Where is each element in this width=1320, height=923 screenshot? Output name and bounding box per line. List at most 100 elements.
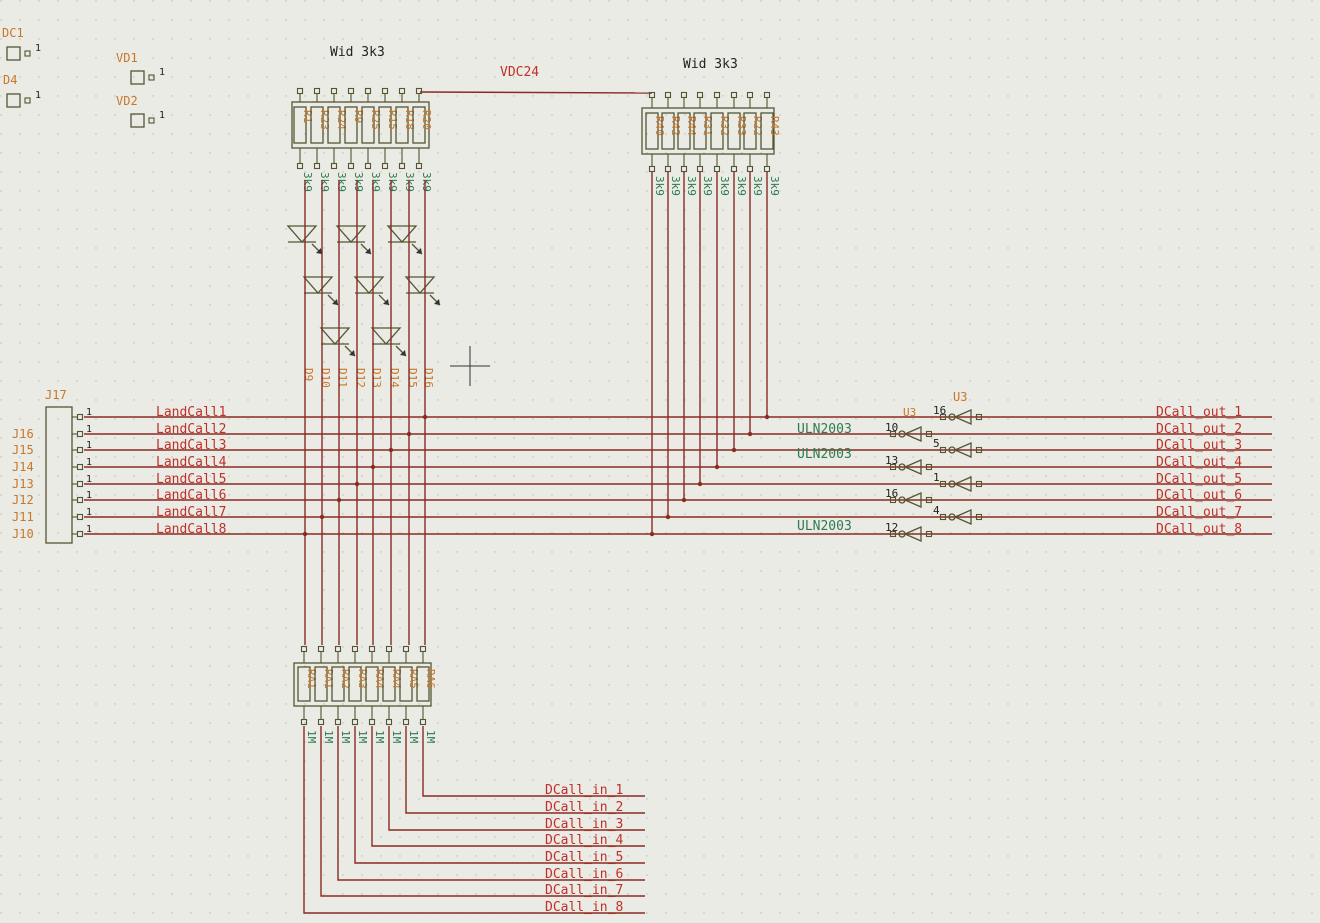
inverter-bubble-icon <box>898 496 906 504</box>
inverter-pin <box>975 413 983 421</box>
driver-label-2: ULN2003 <box>797 447 852 462</box>
resistor-value: 3k9 <box>369 172 382 192</box>
connector-pin-number: 1 <box>86 474 92 485</box>
inverter-gate[interactable] <box>889 526 933 542</box>
array-right-body <box>641 107 775 155</box>
resistor-array-left[interactable]: Wid 3k3 R13k9R233k9R243k9R93k9R253k9R153… <box>291 45 433 192</box>
inverter-bubble-icon <box>948 480 956 488</box>
led-diode[interactable] <box>335 225 372 255</box>
part-dc1-body[interactable] <box>6 46 21 61</box>
array-right-top-pin <box>680 91 688 99</box>
part-vd2-body[interactable] <box>130 113 145 128</box>
driver-pin-number: 4 <box>933 504 940 517</box>
array-left-title: Wid 3k3 <box>330 45 385 60</box>
part-d4-body[interactable] <box>6 93 21 108</box>
led-arrow-head-icon <box>365 248 371 254</box>
inverter-gate[interactable] <box>939 476 983 492</box>
array-bottom-bottom-pin <box>317 718 325 726</box>
array-right-bottom-pin <box>763 165 771 173</box>
input-wire[interactable] <box>422 726 645 797</box>
array-right-top-pin <box>763 91 771 99</box>
inverter-gate[interactable] <box>889 426 933 442</box>
junction-dot <box>354 481 360 487</box>
landcall-label: LandCall6 <box>156 488 226 503</box>
resistor-array-right[interactable]: Wid 3k3 R403k9R423k9R443k9R313k9R323k9R3… <box>641 57 781 196</box>
resistor-label: R33 <box>735 116 748 136</box>
resistor-body <box>416 666 430 702</box>
junction-dot <box>714 464 720 470</box>
inverter-pin <box>889 430 897 438</box>
resistor-value: 1M <box>305 730 318 744</box>
resistor-value: 3k9 <box>301 172 314 192</box>
resistor-value: 1M <box>373 730 386 744</box>
input-wire[interactable] <box>405 726 645 814</box>
input-wire[interactable] <box>337 726 645 881</box>
junction-dot <box>319 514 325 520</box>
connector-jack-label: J15 <box>12 443 34 457</box>
output-label: DCall_out_4 <box>1156 455 1242 470</box>
output-label: DCall_out_2 <box>1156 422 1242 437</box>
resistor-body <box>361 106 375 144</box>
array-left-bottom-pin <box>347 162 355 170</box>
led-arrow-head-icon <box>434 299 440 305</box>
led-diode[interactable] <box>353 276 390 306</box>
inverter-bubble-icon <box>948 513 956 521</box>
led-diode[interactable] <box>302 276 339 306</box>
driver-u3[interactable]: U3 U3 ULN2003 ULN2003 ULN2003 1013161216… <box>797 390 983 542</box>
array-bottom-top-pin <box>402 645 410 653</box>
resistor-label: R1 <box>301 110 314 123</box>
resistor-body <box>365 666 379 702</box>
inverter-triangle-icon <box>903 492 922 508</box>
junction-dot <box>731 447 737 453</box>
resistor-array-bottom[interactable]: RA11MRA11MRA21MRA31MRA41MRA41MRA51MRA61M… <box>293 645 645 916</box>
input-wire[interactable] <box>320 726 645 897</box>
inverter-gate[interactable] <box>939 509 983 525</box>
part-vd2-pin-label: 1 <box>159 110 165 121</box>
inverter-pin <box>889 463 897 471</box>
part-vd1-body[interactable] <box>130 70 145 85</box>
input-wire[interactable] <box>354 726 645 864</box>
inverter-pin <box>925 463 933 471</box>
driver-pin-number: 5 <box>933 437 940 450</box>
inverter-gate[interactable] <box>889 459 933 475</box>
array-right-top-pin <box>664 91 672 99</box>
input-wire[interactable] <box>388 726 645 831</box>
resistor-value: 3k9 <box>751 176 764 196</box>
resistor-label: RA1 <box>305 669 318 689</box>
inverter-bubble-icon <box>948 446 956 454</box>
led-triangle-icon <box>353 276 385 294</box>
landcall-label: LandCall3 <box>156 438 226 453</box>
resistor-label: R20 <box>420 110 433 130</box>
resistor-body <box>382 666 396 702</box>
resistor-value: 3k9 <box>335 172 348 192</box>
resistor-value: 1M <box>322 730 335 744</box>
inverter-bubble-icon <box>898 463 906 471</box>
inverter-triangle-icon <box>903 459 922 475</box>
array-right-bottom-pin <box>746 165 754 173</box>
net-vdc24-wire[interactable] <box>419 91 653 94</box>
resistor-label: R44 <box>685 116 698 136</box>
resistor-label: RA3 <box>356 669 369 689</box>
inverter-gate[interactable] <box>889 492 933 508</box>
array-bottom-bottom-pin <box>300 718 308 726</box>
resistor-body <box>378 106 392 144</box>
part-d4-label: D4 <box>3 73 17 87</box>
led-diode[interactable] <box>404 276 441 306</box>
input-wire[interactable] <box>371 726 645 847</box>
connector-jack-label: J10 <box>12 527 34 541</box>
inverter-gate[interactable] <box>939 442 983 458</box>
led-arrow-head-icon <box>332 299 338 305</box>
input-wire[interactable] <box>303 726 645 914</box>
led-diode[interactable] <box>319 327 356 357</box>
array-left-top-pin <box>330 87 338 95</box>
led-diode[interactable] <box>286 225 323 255</box>
crosshair-cursor-icon <box>450 346 490 386</box>
array-bottom-top-pin <box>351 645 359 653</box>
led-diode[interactable] <box>370 327 407 357</box>
connector-pin-number: 1 <box>86 424 92 435</box>
inverter-gate[interactable] <box>939 409 983 425</box>
resistor-body <box>297 666 311 702</box>
